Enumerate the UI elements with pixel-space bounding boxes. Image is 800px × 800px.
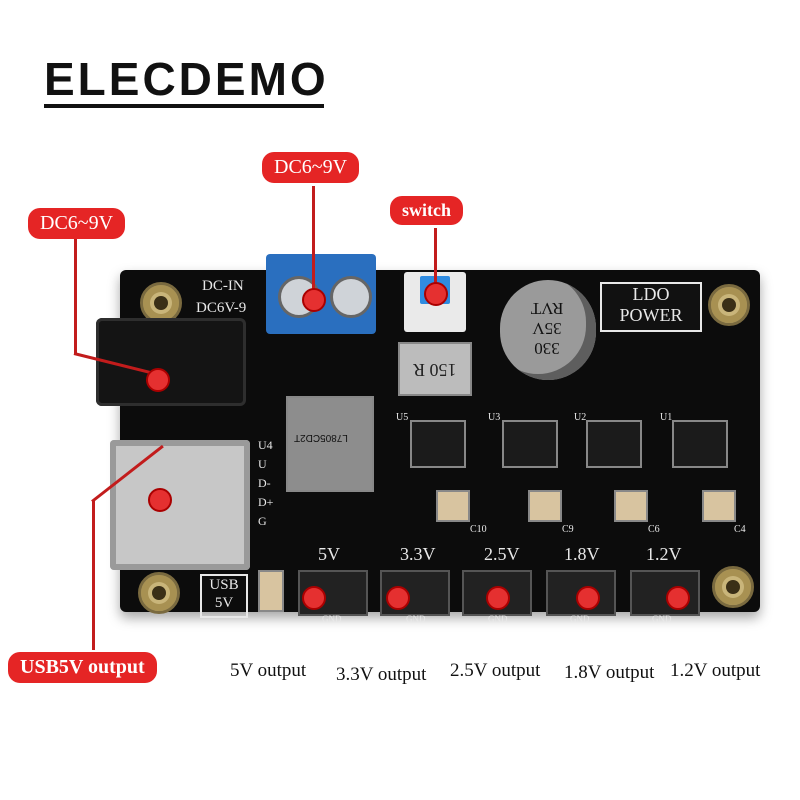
usb-box-text: USB xyxy=(209,577,239,593)
rail-label-1v2: 1.2V xyxy=(646,544,682,564)
rail-label-5v: 5V xyxy=(318,544,340,564)
marker-usb xyxy=(148,488,172,512)
marker-2v5 xyxy=(486,586,510,610)
rail-label-2v5: 2.5V xyxy=(484,544,520,564)
usb-pin-u: U xyxy=(258,457,267,471)
ldo-chip-u3 xyxy=(502,420,558,468)
usb-pin-dminus: D- xyxy=(258,476,271,490)
ceramic-cap-c6 xyxy=(614,490,648,522)
output-label-1v2: 1.2V output xyxy=(670,660,761,681)
regulator-text: L7805CD2T xyxy=(294,432,348,443)
ldo-chip-u5 xyxy=(410,420,466,468)
dc-barrel-jack xyxy=(96,318,246,406)
cap-text-line-2: 35V xyxy=(532,319,562,338)
marker-1v2 xyxy=(666,586,690,610)
mount-hole-bottom-left xyxy=(138,572,180,614)
callout-dc-left: DC6~9V xyxy=(28,208,126,239)
gnd-label-2v5: GND xyxy=(488,614,508,624)
ref-c6: C6 xyxy=(648,524,660,535)
ref-u5: U5 xyxy=(396,412,409,423)
dc-in-label: DC-IN xyxy=(202,278,244,294)
gnd-label-1v2: GND xyxy=(652,614,672,624)
ref-u3: U3 xyxy=(488,412,501,423)
callout-line-usb-v xyxy=(92,500,95,650)
ceramic-cap-c4 xyxy=(702,490,736,522)
usb-a-port xyxy=(110,440,250,570)
dc-range-label: DC6V-9 xyxy=(196,300,247,316)
marker-terminal xyxy=(302,288,326,312)
usb-box-voltage: 5V xyxy=(214,595,234,611)
electrolytic-capacitor: 330 35V RVT xyxy=(500,280,596,380)
output-label-2v5: 2.5V output xyxy=(450,660,541,681)
output-label-5v: 5V output xyxy=(230,660,307,681)
callout-switch: switch xyxy=(390,196,463,225)
marker-switch xyxy=(424,282,448,306)
callout-line-terminal xyxy=(312,186,315,296)
ldo-power-label: LDO POWER xyxy=(600,282,702,332)
cap-text-line-1: 330 xyxy=(534,339,560,358)
marker-1v8 xyxy=(576,586,600,610)
mount-hole-bottom-right xyxy=(712,566,754,608)
ref-c10: C10 xyxy=(470,524,487,535)
inductor: 150 R xyxy=(398,342,472,396)
ceramic-cap-c9 xyxy=(528,490,562,522)
callout-usb-output: USB5V output xyxy=(8,652,157,683)
usb-pin-g: G xyxy=(258,514,267,528)
inductor-text: 150 R xyxy=(413,359,457,380)
ref-u2: U2 xyxy=(574,412,587,423)
rail-label-3v3: 3.3V xyxy=(400,544,436,564)
brand-logo: ELECDEMO xyxy=(44,53,329,105)
brand-underline xyxy=(44,104,324,108)
usb-pin-dplus: D+ xyxy=(258,495,274,509)
callout-line-switch xyxy=(434,228,437,292)
marker-3v3 xyxy=(386,586,410,610)
ref-c9: C9 xyxy=(562,524,574,535)
output-label-3v3: 3.3V output xyxy=(336,664,427,685)
ldo-text: LDO xyxy=(632,284,670,304)
linear-regulator: L7805CD2T xyxy=(286,396,374,492)
usb-pin-u4: U4 xyxy=(258,438,273,452)
rail-label-1v8: 1.8V xyxy=(564,544,600,564)
callout-line-barrel-v xyxy=(74,238,77,354)
ceramic-cap-c10 xyxy=(436,490,470,522)
output-label-1v8: 1.8V output xyxy=(564,662,655,683)
ref-c4: C4 xyxy=(734,524,746,535)
marker-barrel xyxy=(146,368,170,392)
ceramic-cap-c1 xyxy=(258,570,284,612)
marker-5v xyxy=(302,586,326,610)
cap-text-line-3: RVT xyxy=(530,299,564,318)
power-text: POWER xyxy=(619,305,683,325)
screw-right xyxy=(330,276,372,318)
usb-pin-labels: U4 U D- D+ G xyxy=(258,436,273,531)
ref-u1: U1 xyxy=(660,412,673,423)
callout-dc-top: DC6~9V xyxy=(262,152,360,183)
ldo-chip-u1 xyxy=(672,420,728,468)
gnd-label-5v: GND xyxy=(322,614,342,624)
pin-header-1v2 xyxy=(630,570,700,616)
mount-hole-top-left xyxy=(140,282,182,324)
ldo-chip-u2 xyxy=(586,420,642,468)
capacitor-text: 330 35V RVT xyxy=(522,298,572,358)
usb-5v-box: USB 5V xyxy=(200,574,248,618)
mount-hole-top-right xyxy=(708,284,750,326)
gnd-label-3v3: GND xyxy=(406,614,426,624)
gnd-label-1v8: GND xyxy=(570,614,590,624)
